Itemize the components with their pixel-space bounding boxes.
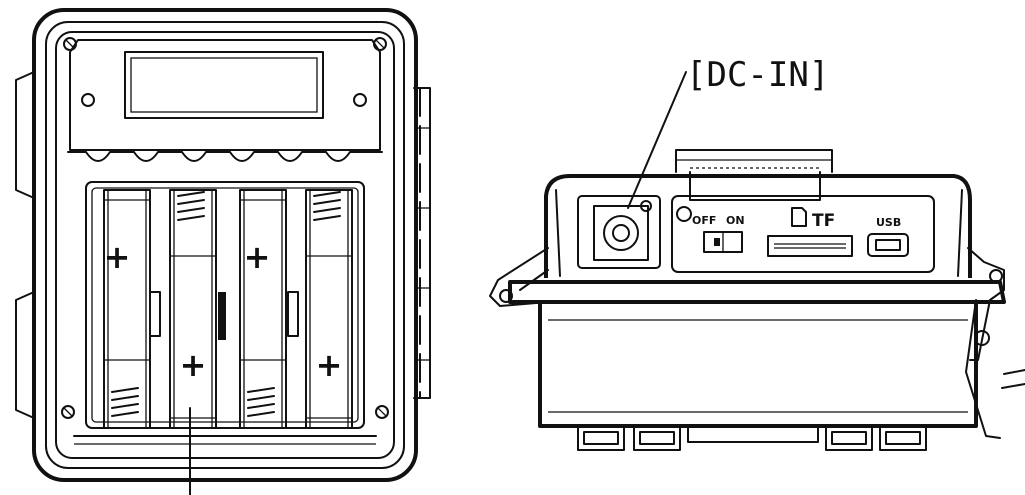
port-panel-view: [DC-IN] OFF ON [489, 55, 1025, 451]
battery-compartment-view: + + + + [15, 8, 431, 495]
switch-on-label: ON [726, 214, 745, 227]
usb-label: USB [876, 216, 901, 229]
tf-card-slot[interactable] [767, 235, 853, 257]
port-panel-recess [671, 195, 935, 273]
board-screw-right [353, 93, 367, 107]
power-switch[interactable] [703, 231, 743, 253]
dc-in-leader-line [627, 71, 687, 209]
top-ridge [675, 149, 833, 201]
polarity-mark-slot-4: + [316, 346, 343, 384]
dc-in-jack [577, 195, 661, 269]
switch-off-label: OFF [692, 214, 716, 227]
lcd-window [124, 51, 324, 119]
housing-inner-rim [45, 21, 405, 469]
battery-slot-2 [169, 189, 217, 429]
right-side-latch-strip [413, 87, 431, 399]
indicator-led [676, 206, 692, 222]
left-hinge-bottom [15, 291, 35, 419]
slot-divider-clips [149, 291, 299, 340]
board-screw-left [81, 93, 95, 107]
battery-tray [85, 181, 365, 429]
dc-in-callout-label: [DC-IN] [686, 55, 829, 95]
battery-slot-4 [305, 189, 353, 429]
battery-slot-3 [239, 189, 287, 429]
usb-port[interactable] [867, 233, 909, 257]
bottom-feet [577, 425, 927, 451]
left-latch-hook [489, 247, 549, 307]
battery-cover-scallops [67, 151, 383, 162]
left-hinge-top [15, 71, 35, 199]
housing-gasket [55, 31, 395, 459]
tf-card-icon [791, 207, 807, 227]
polarity-mark-slot-1: + [104, 238, 131, 276]
tf-label: TF [812, 211, 835, 231]
camera-body-shell [544, 174, 972, 278]
battery-slot-1 [103, 189, 151, 429]
top-board-plate [69, 39, 381, 151]
polarity-mark-slot-2: + [180, 346, 207, 384]
housing-outer [32, 8, 418, 482]
cover-seam [508, 280, 1006, 304]
polarity-mark-slot-3: + [244, 238, 271, 276]
